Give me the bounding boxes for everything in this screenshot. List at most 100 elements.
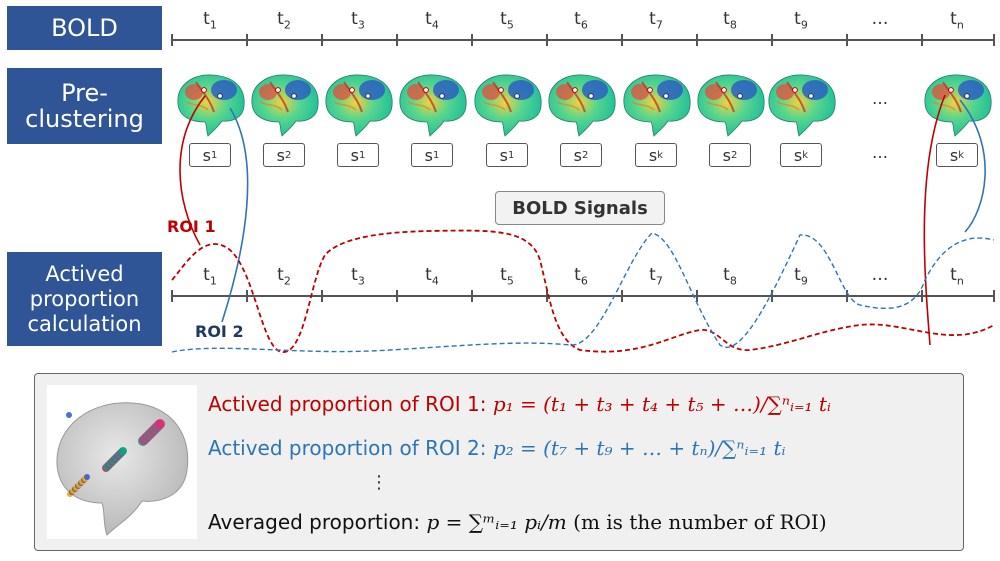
time-label: t8 [723,265,737,288]
bold-signals-badge: BOLD Signals [495,191,665,225]
time-index: 1 [209,274,217,288]
time-label: tn [950,9,964,32]
time-label: tn [950,265,964,288]
time-index: 2 [283,274,291,288]
state-ellipsis: … [872,143,888,162]
brain-map-icon [697,74,765,137]
roi1-formula-text: Actived proportion of ROI 1: [208,392,487,416]
roi2-connector [221,107,249,323]
time-index: 4 [431,18,439,32]
averaged-formula: Averaged proportion: p = ∑ᵐᵢ₌₁ pᵢ/m (m i… [208,510,827,534]
time-index: 5 [506,274,514,288]
time-label: t4 [425,265,439,288]
brain-map-icon [548,74,616,137]
time-index: 3 [357,18,365,32]
roi2-signal [171,232,995,353]
averaged-formula-text: Averaged proportion: [208,510,421,534]
averaged-formula-note: (m is the number of ROI) [573,510,827,534]
pre-clustering-line2: clustering [25,105,144,133]
time-label: t4 [425,9,439,32]
time-index: 2 [283,18,291,32]
brain-map-icon [325,74,393,137]
time-index: 4 [431,274,439,288]
bold-label: BOLD [7,6,162,50]
roi1-signal [171,229,995,353]
brain-map-icon [177,74,245,137]
vertical-ellipsis: ⋮ [370,472,388,493]
time-label: t7 [649,265,663,288]
time-index: 5 [506,18,514,32]
time-index: 7 [655,18,663,32]
time-index: 8 [729,18,737,32]
roi-brain-image [47,385,197,539]
time-label: t2 [277,265,291,288]
time-index: n [956,18,964,32]
formula-panel: Actived proportion of ROI 1: p₁ = (t₁ + … [34,373,964,551]
time-index: n [956,274,964,288]
time-index: 7 [655,274,663,288]
brain-map-icon [399,74,467,137]
roi1-connector-right [923,94,946,346]
time-index: 6 [580,274,588,288]
bold-label-text: BOLD [51,14,118,42]
time-label: t9 [794,9,808,32]
time-label: … [871,265,889,285]
time-label: t5 [500,9,514,32]
time-label: … [871,9,889,29]
time-index: 9 [800,18,808,32]
brain-map-icon [474,74,542,137]
actived-timeline [171,290,995,302]
time-index: 9 [800,274,808,288]
brain-map-icon [924,74,992,137]
brain-map-icon [768,74,836,137]
averaged-formula-math: p = ∑ᵐᵢ₌₁ pᵢ/m [426,510,567,534]
pre-clustering-label: Pre-clustering [7,68,162,144]
time-index: 3 [357,274,365,288]
time-index: 6 [580,18,588,32]
roi-dot [66,412,72,418]
time-label: t1 [203,265,217,288]
roi2-formula-math: p₂ = (t₇ + t₉ + … + tₙ)/∑ⁿᵢ₌₁ tᵢ [492,436,786,460]
time-index: 1 [209,18,217,32]
brain-map-icon [623,74,691,137]
bold-timeline [171,34,995,46]
time-label: t6 [574,265,588,288]
pre-clustering-line1: Pre- [61,79,108,107]
roi2-formula: Actived proportion of ROI 2: p₂ = (t₇ + … [208,436,786,460]
brain-row: … [177,74,992,137]
roi1-formula: Actived proportion of ROI 1: p₁ = (t₁ + … [208,392,831,416]
roi2-formula-text: Actived proportion of ROI 2: [208,436,487,460]
act-line3: calculation [27,311,142,336]
roi-dot [119,447,127,455]
time-label: t5 [500,265,514,288]
time-label: t1 [203,9,217,32]
roi-dot [155,419,165,429]
time-label: t8 [723,9,737,32]
roi-dot [84,474,90,480]
roi1-label: ROI 1 [167,217,216,236]
roi1-formula-math: p₁ = (t₁ + t₃ + t₄ + t₅ + …)/∑ⁿᵢ₌₁ tᵢ [492,392,831,416]
time-label: t2 [277,9,291,32]
brain-map-icon [251,74,319,137]
brain-ellipsis: … [872,89,888,108]
time-label: t3 [351,265,365,288]
roi2-label: ROI 2 [195,322,244,341]
act-line1: Actived [45,261,124,286]
time-index: 8 [729,274,737,288]
time-label: t6 [574,9,588,32]
act-line2: proportion [29,286,140,311]
time-label: t3 [351,9,365,32]
time-label: t9 [794,265,808,288]
